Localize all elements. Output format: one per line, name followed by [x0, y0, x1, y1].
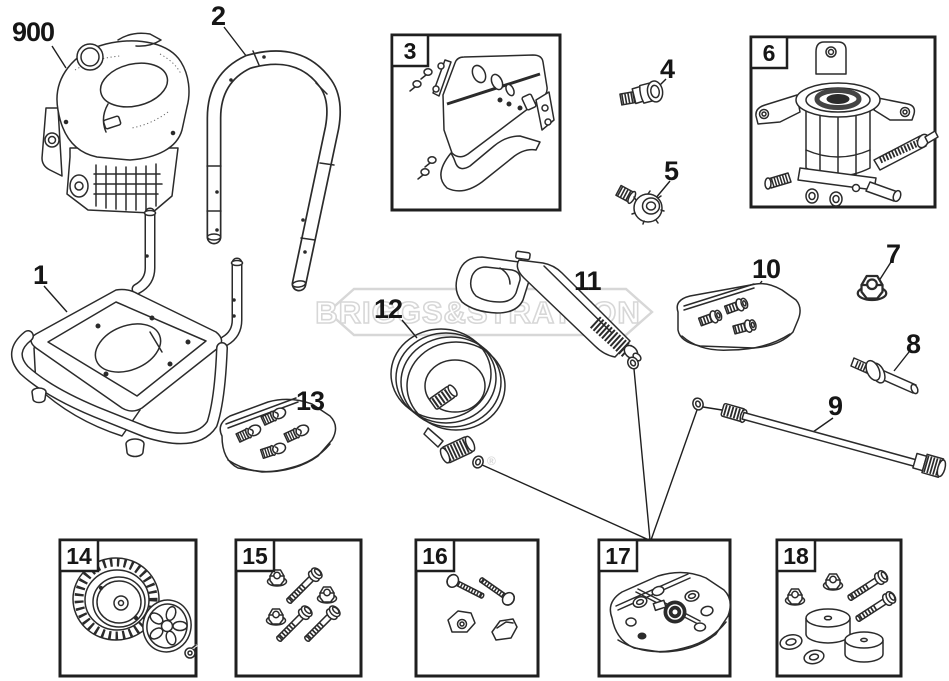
- box-label-18: 18: [783, 543, 809, 569]
- part-label-11: 11: [574, 266, 602, 296]
- part-number-labels: 900 1 2 4 5 7 8 9 10 11 12 13: [12, 1, 922, 421]
- part-label-9: 9: [828, 391, 843, 421]
- box-label-6: 6: [763, 40, 776, 66]
- hose-o-ring: [470, 453, 486, 471]
- box-number-tabs: 3 6 14 15 16 17 18: [58, 33, 817, 573]
- part-2-handle-drawing: [206, 50, 341, 292]
- box-17-oring-kit: [597, 538, 732, 678]
- part-8-stud-drawing: [850, 357, 919, 395]
- box-label-16: 16: [422, 543, 448, 569]
- part-4-adapter-drawing: [619, 80, 664, 106]
- part-label-10: 10: [752, 254, 780, 284]
- part-label-1: 1: [33, 260, 48, 290]
- part-label-7: 7: [886, 239, 900, 269]
- box-3-panel-bracket: [390, 33, 562, 212]
- pump-drawing: [755, 41, 939, 207]
- part-5-coupling-drawing: [615, 184, 665, 225]
- box-15-bolt-nut-kit: [234, 538, 363, 678]
- oring-kit-bag-drawing: [609, 571, 731, 653]
- part-label-8: 8: [906, 329, 921, 359]
- part-label-2: 2: [211, 1, 225, 31]
- wand-o-ring: [690, 395, 706, 413]
- washers: [779, 634, 825, 665]
- part-11-spray-gun-drawing: [455, 250, 642, 372]
- part-label-5: 5: [664, 156, 679, 186]
- part-13-nozzle-bag-drawing: [219, 397, 337, 473]
- box-14-wheel-kit: [58, 538, 198, 678]
- part-7-nut-drawing: [856, 274, 888, 302]
- part-9-spray-wand-drawing: [690, 395, 947, 479]
- part-label-13: 13: [296, 386, 325, 416]
- part-10-fittings-bag-drawing: [676, 282, 801, 351]
- box-label-14: 14: [66, 543, 92, 569]
- box-18-foot-hardware-kit: [775, 538, 903, 678]
- part-1-frame-drawing: [11, 207, 244, 458]
- part-label-900: 900: [12, 17, 54, 47]
- panel-bracket-drawing: [409, 54, 555, 192]
- wheel-drawing: [72, 557, 198, 659]
- box-label-15: 15: [242, 543, 268, 569]
- box-16-hardware-kit: [414, 538, 540, 678]
- clip-parts: [447, 610, 518, 641]
- box-label-17: 17: [605, 543, 631, 569]
- box-label-3: 3: [404, 38, 417, 64]
- screws: [409, 68, 437, 180]
- watermark-registered-mark: ®: [487, 454, 496, 468]
- box-6-pump-assembly: [749, 35, 939, 209]
- part-label-4: 4: [660, 54, 675, 84]
- part-900-engine-drawing: [41, 32, 190, 214]
- rubber-feet: [805, 608, 884, 663]
- part-label-12: 12: [374, 294, 402, 324]
- part-12-hose-drawing: [390, 328, 506, 471]
